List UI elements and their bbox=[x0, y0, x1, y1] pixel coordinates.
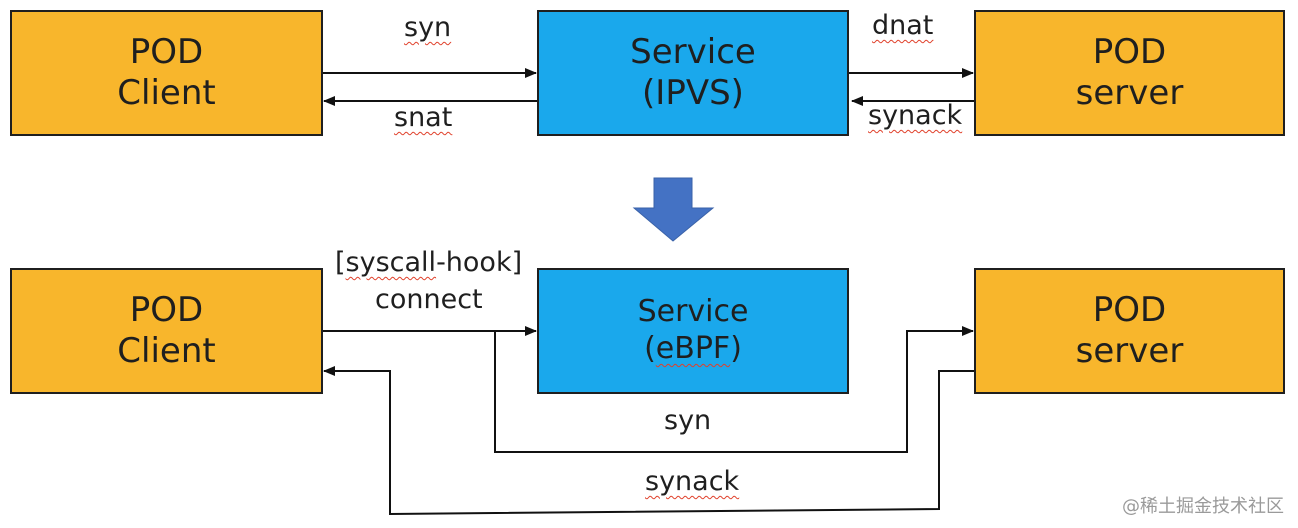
bottom-service-ebpf-box: Service (eBPF) bbox=[537, 268, 849, 394]
bottom-server-line1: POD bbox=[1092, 289, 1167, 330]
bottom-synack-label: synack bbox=[645, 466, 740, 497]
bottom-hook-label: [syscall-hook] bbox=[335, 247, 523, 278]
top-synack-label: synack bbox=[868, 100, 963, 131]
top-server-line1: POD bbox=[1092, 31, 1167, 72]
bottom-client-line1: POD bbox=[129, 289, 204, 330]
bottom-service-line2: (eBPF) bbox=[644, 331, 742, 366]
bottom-server-line2: server bbox=[1075, 331, 1184, 371]
watermark: @稀土掘金技术社区 bbox=[1122, 496, 1284, 517]
top-dnat-label: dnat bbox=[872, 10, 934, 41]
bottom-client-line2: Client bbox=[117, 331, 216, 371]
top-snat-label: snat bbox=[394, 102, 453, 133]
bottom-syn-label: syn bbox=[664, 405, 712, 436]
bottom-pod-server-box: POD server bbox=[974, 268, 1285, 394]
bottom-synack-path bbox=[323, 366, 975, 516]
bottom-syn-path bbox=[494, 326, 974, 453]
bottom-service-line1: Service bbox=[637, 294, 749, 330]
top-service-ipvs-box: Service (IPVS) bbox=[537, 10, 849, 136]
top-server-line2: server bbox=[1075, 73, 1184, 113]
top-service-line1: Service bbox=[630, 31, 756, 72]
down-arrow-icon bbox=[632, 177, 715, 242]
top-client-line1: POD bbox=[129, 31, 204, 72]
top-pod-client-box: POD Client bbox=[10, 10, 323, 136]
top-client-line2: Client bbox=[117, 73, 216, 113]
bottom-pod-client-box: POD Client bbox=[10, 268, 323, 394]
top-pod-server-box: POD server bbox=[974, 10, 1285, 136]
top-service-line2: (IPVS) bbox=[642, 73, 744, 113]
bottom-connect-label: connect bbox=[375, 284, 483, 315]
top-syn-label: syn bbox=[404, 12, 452, 43]
